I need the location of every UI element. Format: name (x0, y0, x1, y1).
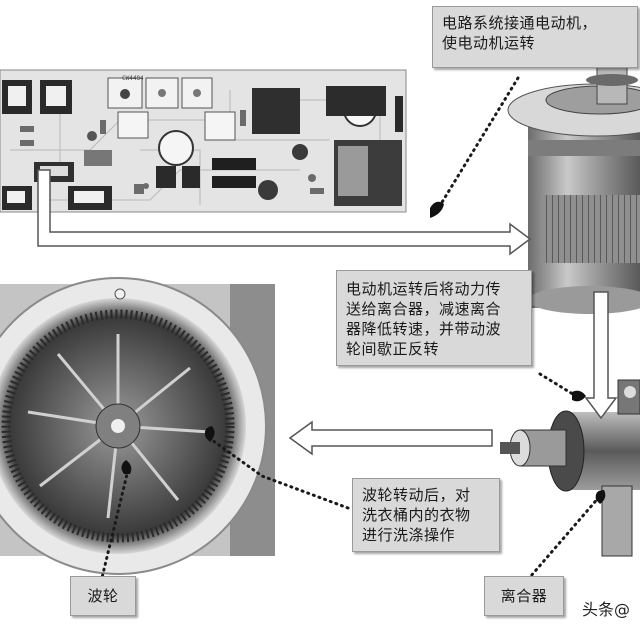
arrow-motor-to-clutch (584, 291, 618, 420)
label-pulsator-name: 波轮 (70, 576, 136, 616)
label-clutch-action: 电动机运转后将动力传 送给离合器，减速离合 器降低转速，并带动波 轮间歇正反转 (336, 270, 532, 366)
arrow-board-to-motor (37, 169, 532, 256)
label-line: 送给离合器，减速离合 (346, 300, 502, 318)
watermark-text: 头条@ (582, 600, 631, 619)
leader-clutch-action (538, 372, 578, 398)
label-line: 轮间歇正反转 (346, 340, 440, 358)
board-model-text: CW4484 (122, 75, 144, 82)
leader-motor-power (434, 76, 520, 214)
label-line: 电路系统接通电动机， (442, 14, 598, 32)
flow-arrows (37, 169, 618, 456)
label-pulsator-action: 波轮转动后，对 洗衣桶内的衣物 进行洗涤操作 (352, 478, 500, 552)
label-line: 离合器 (500, 587, 548, 605)
pointer-hand-icon (595, 490, 606, 504)
label-motor-power: 电路系统接通电动机， 使电动机运转 (432, 6, 638, 68)
label-line: 器降低转速，并带动波 (346, 320, 502, 338)
circuit-board-photo: CW4484 (0, 69, 407, 213)
motor-photo (507, 51, 640, 314)
board-white-blocks (107, 77, 236, 141)
pointer-hand-icon (430, 201, 444, 218)
clutch-photo (500, 379, 640, 557)
label-line: 进行洗涤操作 (362, 526, 456, 544)
arrow-clutch-to-pulsator (288, 420, 493, 456)
label-line: 波轮 (87, 587, 119, 605)
label-line: 波轮转动后，对 (362, 486, 471, 504)
pointer-hand-icon (204, 426, 215, 442)
leader-lines (98, 76, 602, 588)
leader-pulsator-name (98, 468, 130, 588)
wash-tub-photo (0, 277, 275, 575)
label-line: 使电动机运转 (442, 34, 536, 52)
label-clutch-name: 离合器 (484, 576, 564, 616)
board-dark-components (84, 86, 403, 206)
leader-clutch-name (522, 494, 602, 586)
board-connectors (2, 80, 112, 210)
pointer-hand-icon (121, 460, 132, 474)
pointer-markers (121, 201, 606, 504)
leader-pulsator-action (210, 438, 350, 510)
label-line: 洗衣桶内的衣物 (362, 506, 471, 524)
label-line: 电动机运转后将动力传 (346, 280, 502, 298)
board-small-parts (20, 110, 324, 194)
pointer-hand-icon (572, 390, 586, 402)
